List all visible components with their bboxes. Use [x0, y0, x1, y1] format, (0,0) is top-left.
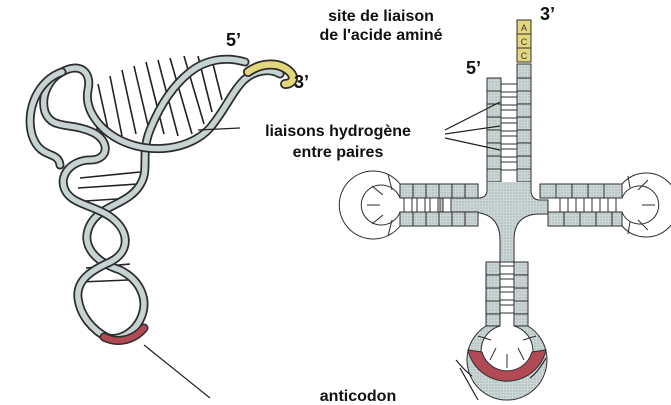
- acceptor-base-1: A: [521, 23, 527, 33]
- hbond-label-line2: entre paires: [293, 144, 384, 161]
- acceptor-stem-right: [517, 64, 531, 182]
- t-arm-stem: [540, 184, 622, 226]
- anticodon-arm-stem: [486, 262, 528, 326]
- anticodon-label: anticodon: [320, 388, 396, 405]
- acceptor-stem-pairs: [501, 84, 517, 170]
- five-prime-left-label: 5’: [226, 30, 241, 50]
- five-prime-right-label: 5’: [466, 58, 481, 78]
- acceptor-base-3: C: [521, 51, 528, 61]
- acceptor-base-2: C: [521, 37, 528, 47]
- trna-3d-model: [30, 56, 293, 340]
- three-prime-left-label: 3’: [294, 72, 309, 92]
- three-prime-right-label: 3’: [540, 4, 555, 24]
- acceptor-stem-left: [487, 78, 501, 182]
- site-label-line2: de l'acide aminé: [320, 27, 443, 44]
- trna-cloverleaf: [339, 20, 671, 400]
- d-loop: [339, 171, 400, 239]
- anticodon-loop: [467, 326, 547, 400]
- t-loop: [622, 173, 671, 237]
- hbond-label-line1: liaisons hydrogène: [265, 123, 411, 140]
- site-label-line1: site de liaison: [328, 8, 434, 25]
